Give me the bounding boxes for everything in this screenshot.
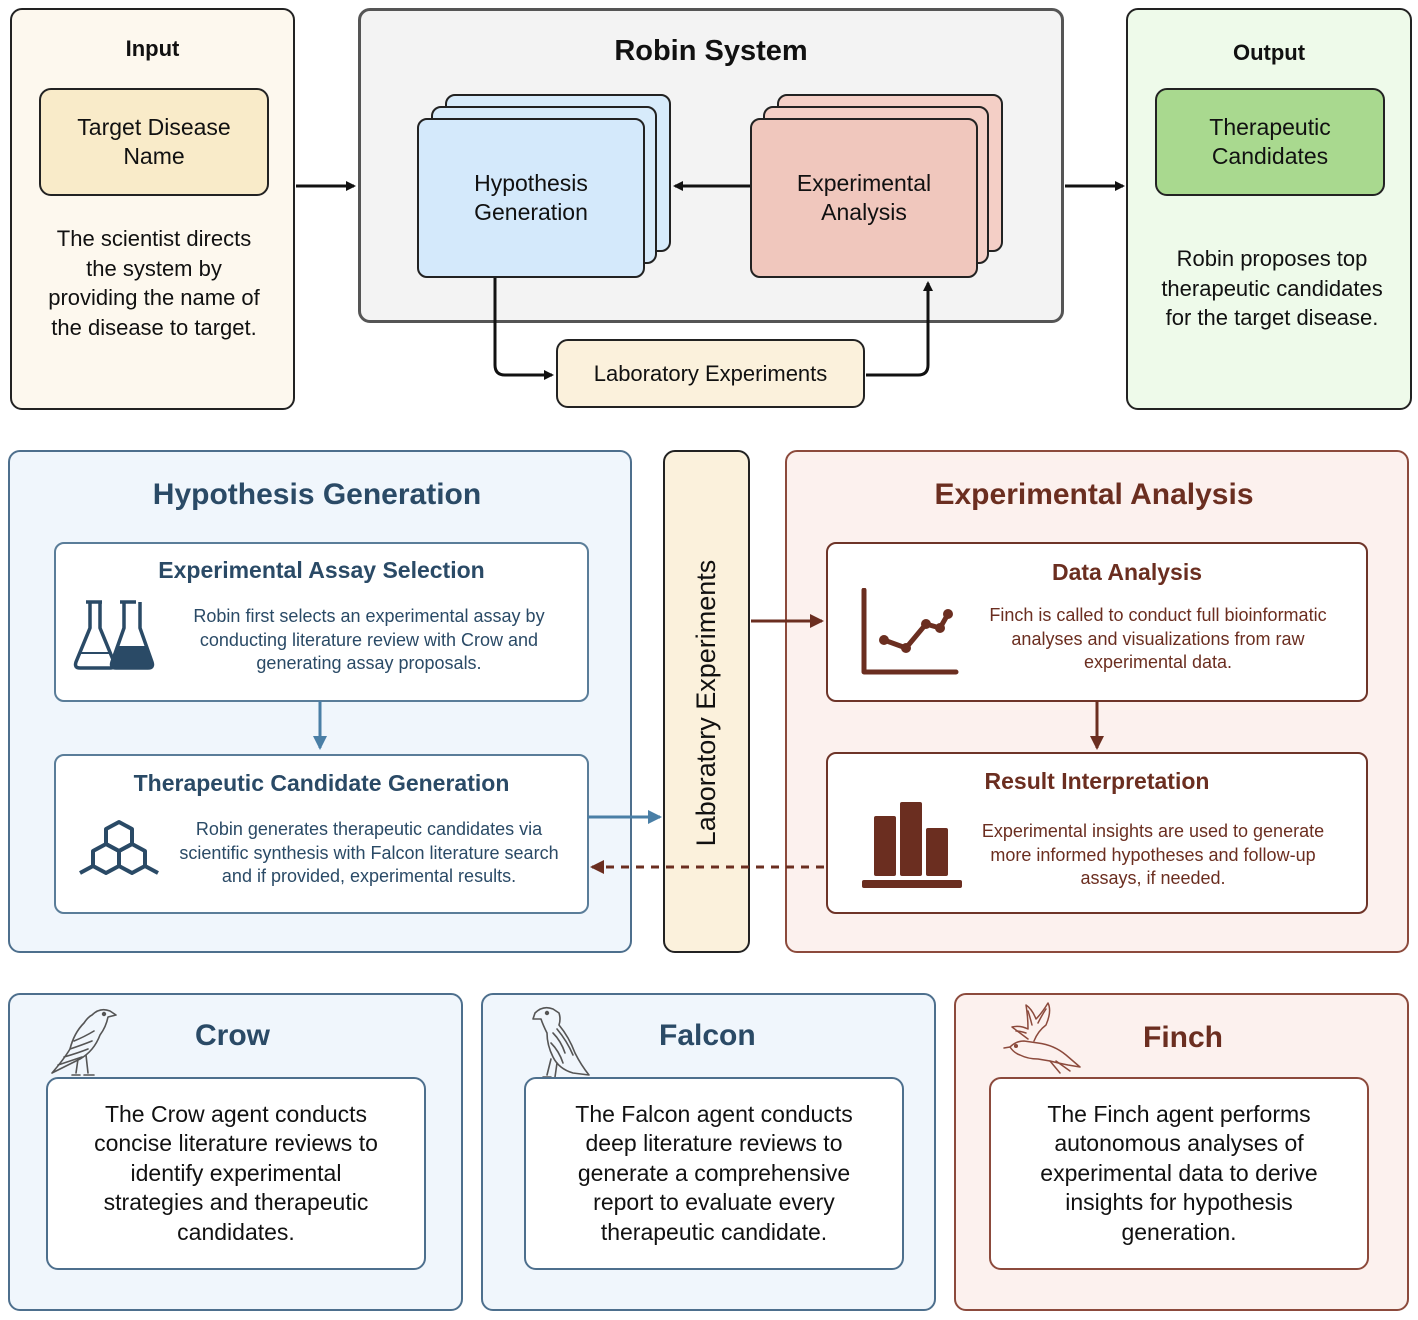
result-interpretation-text: Experimental insights are used to genera… (981, 821, 1325, 888)
candidate-generation-card: Therapeutic Candidate Generation Robin g… (54, 754, 589, 914)
input-title: Input (125, 36, 180, 61)
candidate-generation-text: Robin generates therapeutic candidates v… (179, 819, 559, 886)
output-panel: Output Therapeutic Candidates Robin prop… (1126, 8, 1412, 410)
input-description: The scientist directs the system by prov… (48, 226, 260, 340)
finch-panel: Finch The Finch agent performs autonomou… (954, 993, 1409, 1311)
falcon-panel: Falcon The Falcon agent conducts deep li… (481, 993, 936, 1311)
result-interpretation-card: Result Interpretation Experimental insig… (826, 752, 1368, 914)
laboratory-experiments-bar: Laboratory Experiments (663, 450, 750, 953)
arrow-hypothesis-to-lab (493, 278, 554, 380)
data-analysis-text: Finch is called to conduct full bioinfor… (989, 605, 1327, 672)
candidate-generation-title: Therapeutic Candidate Generation (133, 770, 510, 796)
robin-system-title: Robin System (614, 35, 808, 67)
hypothesis-panel-title: Hypothesis Generation (152, 478, 482, 511)
experimental-panel-title: Experimental Analysis (934, 478, 1254, 511)
bar-chart-icon (862, 802, 962, 888)
middle-arrows (313, 614, 1104, 874)
result-interpretation-title: Result Interpretation (984, 768, 1210, 794)
line-chart-icon (861, 588, 959, 675)
crow-icon (51, 1008, 117, 1076)
laboratory-experiments-box: Laboratory Experiments (556, 339, 865, 408)
finch-icon (1003, 1002, 1081, 1074)
falcon-icon (532, 1006, 590, 1080)
hexagon-molecule-icon (79, 820, 159, 875)
hypothesis-generation-box: Hypothesis Generation (417, 118, 645, 278)
experimental-analysis-box: Experimental Analysis (750, 118, 978, 278)
output-title: Output (1232, 40, 1306, 65)
data-analysis-title: Data Analysis (1052, 559, 1202, 585)
crow-description-card: The Crow agent conducts concise literatu… (46, 1077, 426, 1270)
assay-selection-text: Robin first selects an experimental assa… (193, 606, 545, 673)
falcon-description-card: The Falcon agent conducts deep literatur… (524, 1077, 904, 1270)
therapeutic-candidates-box: Therapeutic Candidates (1155, 88, 1385, 196)
falcon-title: Falcon (659, 1019, 756, 1052)
top-arrows (296, 181, 1125, 380)
crow-panel: Crow The Crow agent conducts concise lit… (8, 993, 463, 1311)
arrow-lab-to-experimental (866, 281, 933, 377)
data-analysis-card: Data Analysis Finch is called to conduct… (826, 542, 1368, 702)
output-description: Robin proposes top therapeutic candidate… (1161, 246, 1383, 331)
assay-selection-title: Experimental Assay Selection (158, 557, 485, 583)
finch-title: Finch (1143, 1021, 1223, 1054)
crow-title: Crow (195, 1019, 270, 1052)
input-panel: Input Target Disease Name The scientist … (10, 8, 295, 410)
flasks-icon (73, 600, 155, 670)
target-disease-box: Target Disease Name (39, 88, 269, 196)
finch-description-card: The Finch agent performs autonomous anal… (989, 1077, 1369, 1270)
